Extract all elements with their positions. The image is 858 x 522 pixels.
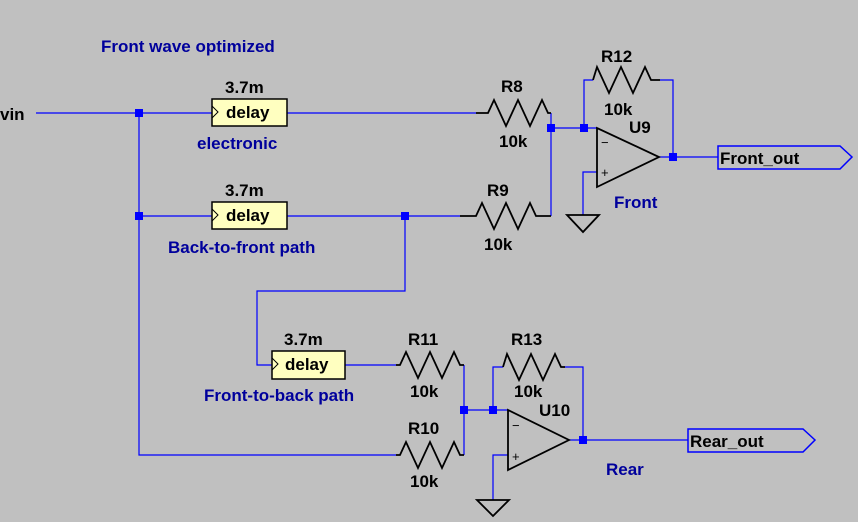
port-front-out[interactable]: Front_out — [717, 145, 854, 170]
port-front-out-label: Front_out — [720, 149, 800, 168]
opamp-u10[interactable]: − + U10 — [507, 401, 572, 472]
opamp-u9[interactable]: − + U9 — [596, 118, 662, 189]
resistor-r9-value: 10k — [484, 235, 513, 254]
resistor-r10-name: R10 — [408, 419, 439, 438]
port-rear-out-shape — [687, 428, 817, 453]
wire-r11-to-node2 — [463, 365, 508, 411]
resistor-r8-name: R8 — [501, 77, 523, 96]
opamp-u10-minus-sign: − — [512, 418, 520, 433]
resistor-r9-name: R9 — [487, 181, 509, 200]
resistor-r10-symbol — [396, 439, 464, 471]
opamp-u10-name: U10 — [539, 401, 570, 420]
net-label-vin[interactable]: vin — [0, 105, 25, 124]
resistor-r13[interactable]: R13 10k — [502, 330, 565, 401]
junction-vin-mid — [135, 212, 143, 220]
wire-r12-right — [660, 79, 674, 157]
note-electronic: electronic — [197, 134, 277, 153]
resistor-r12-name: R12 — [601, 47, 632, 66]
delay-block-2-box — [211, 201, 288, 230]
resistor-r9[interactable]: R9 10k — [460, 181, 551, 254]
wire-vin-bus — [138, 113, 396, 456]
note-front-to-back: Front-to-back path — [204, 386, 354, 405]
delay-block-2-label: delay — [226, 206, 270, 225]
delay-block-1-clock-icon — [211, 105, 219, 119]
delay-block-1[interactable]: delay 3.7m — [211, 78, 288, 127]
wire-u9-plus-gnd — [582, 171, 597, 215]
delay-block-3-value: 3.7m — [284, 330, 323, 349]
delay-block-2[interactable]: delay 3.7m — [211, 181, 288, 230]
port-rear-out[interactable]: Rear_out — [687, 428, 817, 453]
resistor-r13-symbol — [502, 351, 565, 383]
resistor-r8[interactable]: R8 10k — [476, 77, 551, 151]
resistor-r12-symbol — [592, 64, 660, 96]
resistor-r11[interactable]: R11 10k — [396, 330, 464, 401]
resistor-r12[interactable]: R12 10k — [592, 47, 660, 119]
junction-vin-top — [135, 109, 143, 117]
note-rear: Rear — [606, 460, 644, 479]
resistor-r10[interactable]: R10 10k — [396, 419, 464, 491]
delay-block-1-box — [211, 98, 288, 127]
delay-block-1-label: delay — [226, 103, 270, 122]
resistor-r8-value: 10k — [499, 132, 528, 151]
ground-icon-u9 — [564, 214, 602, 234]
wire-r8-to-node1 — [550, 113, 597, 129]
resistor-r13-value: 10k — [514, 382, 543, 401]
junction-r8 — [547, 124, 555, 132]
wire-r13-right — [565, 366, 584, 440]
opamp-u9-minus-sign: − — [601, 135, 609, 150]
note-front: Front — [614, 193, 658, 212]
resistor-r9-symbol — [460, 200, 551, 232]
port-front-out-shape — [717, 145, 854, 170]
wire-branch-to-delay3 — [256, 216, 406, 366]
opamp-u10-triangle — [507, 408, 572, 472]
junction-u9-minus — [580, 124, 588, 132]
port-rear-out-label: Rear_out — [690, 432, 764, 451]
ground-icon-u10 — [474, 499, 512, 518]
junction-u9-out — [669, 153, 677, 161]
note-title: Front wave optimized — [101, 37, 275, 56]
wire-r13-left — [492, 366, 503, 410]
junction-node2 — [460, 406, 468, 414]
resistor-r13-name: R13 — [511, 330, 542, 349]
wire-u10-plus-gnd — [492, 454, 508, 500]
opamp-u10-plus-sign: + — [512, 449, 520, 464]
junction-u10-minus — [489, 406, 497, 414]
note-back-to-front: Back-to-front path — [168, 238, 315, 257]
resistor-r11-symbol — [396, 349, 464, 381]
junction-branch — [401, 212, 409, 220]
opamp-u9-plus-sign: + — [601, 165, 609, 180]
wires — [36, 79, 718, 500]
opamp-u9-triangle — [596, 126, 662, 189]
resistor-r8-symbol — [476, 97, 551, 129]
delay-block-3-clock-icon — [271, 357, 279, 371]
delay-block-3-box — [271, 350, 346, 380]
resistor-r10-value: 10k — [410, 472, 439, 491]
junction-u10-out — [579, 436, 587, 444]
delay-block-2-clock-icon — [211, 208, 219, 222]
wire-r12-left — [583, 79, 593, 128]
delay-block-2-value: 3.7m — [225, 181, 264, 200]
resistor-r12-value: 10k — [604, 100, 633, 119]
delay-block-1-value: 3.7m — [225, 78, 264, 97]
resistor-r11-value: 10k — [410, 382, 439, 401]
opamp-u9-name: U9 — [629, 118, 651, 137]
delay-block-3[interactable]: delay 3.7m — [271, 330, 346, 380]
junctions — [135, 109, 677, 444]
resistor-r11-name: R11 — [408, 330, 438, 349]
delay-block-3-label: delay — [285, 355, 329, 374]
